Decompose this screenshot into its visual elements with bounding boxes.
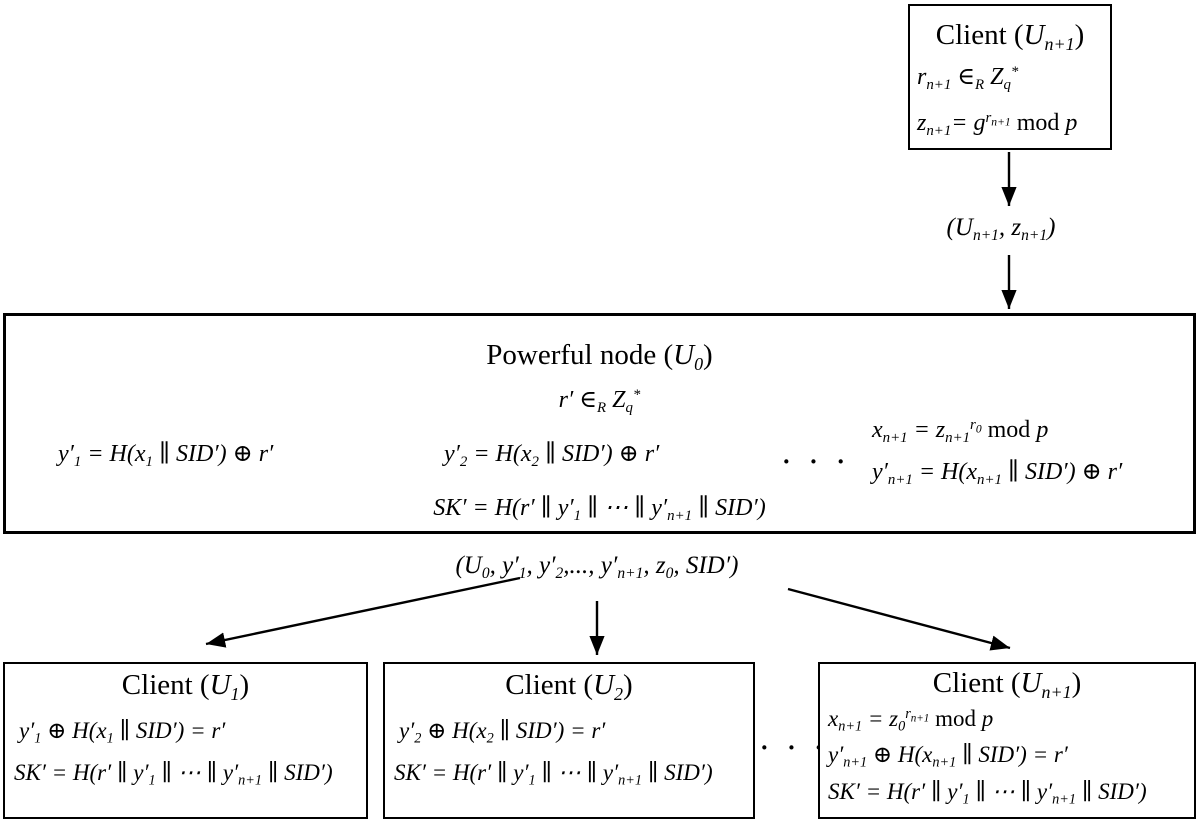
arrow-broadcast-to-clientn [787, 587, 1011, 651]
top-client-box-title: Client (Un+1) [935, 19, 1085, 54]
client1-title: Client (U1) [121, 669, 250, 704]
clientn-session-key-formula: SK′ = H(r′ ∥ y′1 ∥ ⋯ ∥ y′n+1 ∥ SID′) [828, 779, 1147, 808]
clientn-x-formula: xn+1 = z0rn+1 mod p [828, 706, 994, 735]
message-to-node-label: (Un+1, zn+1) [946, 214, 1056, 244]
client1-recover-formula: y′1 ⊕ H(x1 ∥ SID′) = r′ [19, 718, 226, 747]
client1-box: Client (U1) y′1 ⊕ H(x1 ∥ SID′) = r′ SK′ … [3, 662, 368, 819]
client2-session-key-formula: SK′ = H(r′ ∥ y′1 ∥ ⋯ ∥ y′n+1 ∥ SID′) [394, 760, 713, 789]
node-session-key-formula: SK′ = H(r′ ∥ y′1 ∥ ⋯ ∥ y′n+1 ∥ SID′) [433, 495, 766, 524]
clientn-title: Client (Un+1) [932, 667, 1082, 702]
node-x-formula: xn+1 = zn+1r0 mod p [872, 416, 1049, 446]
powerful-node-title: Powerful node (U0) [486, 339, 713, 374]
node-random-formula: r′ ∈R Zq* [558, 386, 641, 416]
top-client-random-formula: rn+1 ∈R Zq* [917, 63, 1019, 93]
node-ellipsis: · · · [782, 447, 852, 476]
client2-box: Client (U2) y′2 ⊕ H(x2 ∥ SID′) = r′ SK′ … [383, 662, 755, 819]
clientn-recover-formula: y′n+1 ⊕ H(xn+1 ∥ SID′) = r′ [828, 742, 1068, 771]
powerful-node-box: Powerful node (U0) r′ ∈R Zq* y′1 = H(x1 … [3, 313, 1196, 534]
client2-title: Client (U2) [505, 669, 633, 704]
top-client-z-formula: zn+1= grn+1 mod p [917, 109, 1078, 139]
arrow-broadcast-to-client1 [205, 576, 521, 648]
clientn-box: Client (Un+1) xn+1 = z0rn+1 mod p y′n+1 … [818, 662, 1196, 819]
node-y1-formula: y′1 = H(x1 ∥ SID′) ⊕ r′ [58, 441, 274, 470]
node-yn1-formula: y′n+1 = H(xn+1 ∥ SID′) ⊕ r′ [872, 459, 1123, 488]
top-client-box: Client (Un+1) rn+1 ∈R Zq* zn+1= grn+1 mo… [908, 4, 1112, 150]
node-y2-formula: y′2 = H(x2 ∥ SID′) ⊕ r′ [444, 441, 660, 470]
broadcast-message-label: (U0, y′1, y′2,..., y′n+1, z0, SID′) [455, 552, 739, 582]
client2-recover-formula: y′2 ⊕ H(x2 ∥ SID′) = r′ [399, 718, 606, 747]
client1-session-key-formula: SK′ = H(r′ ∥ y′1 ∥ ⋯ ∥ y′n+1 ∥ SID′) [14, 760, 333, 789]
bottom-ellipsis: · · · [760, 733, 830, 762]
